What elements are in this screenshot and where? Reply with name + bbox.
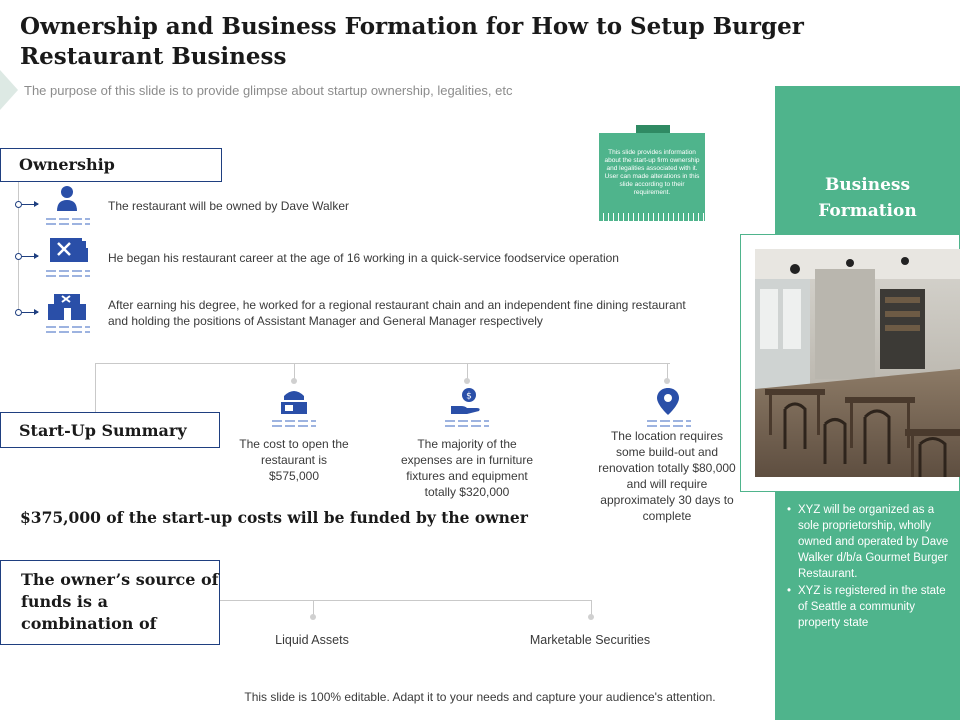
ownership-arrow-2 xyxy=(22,253,39,259)
startup-tick-2 xyxy=(467,363,468,380)
restaurant-interior-photo xyxy=(755,249,960,477)
svg-text:$: $ xyxy=(466,392,472,402)
startup-connector-drop xyxy=(95,363,96,413)
startup-dot-1 xyxy=(291,378,297,384)
note-tab xyxy=(636,125,670,135)
page-subtitle: The purpose of this slide is to provide … xyxy=(24,83,513,98)
business-formation-point-1: XYZ will be organized as a sole propriet… xyxy=(787,502,952,582)
location-pin-icon xyxy=(645,386,693,427)
business-formation-title: Business Formation xyxy=(818,175,917,221)
source-item-2: Marketable Securities xyxy=(529,633,651,647)
startup-item-1: The cost to open the restaurant is $575,… xyxy=(239,437,349,483)
source-connector-line xyxy=(220,600,592,601)
source-dot-1 xyxy=(310,614,316,620)
footer-note: This slide is 100% editable. Adapt it to… xyxy=(244,690,716,704)
note-text: This slide provides information about th… xyxy=(604,149,700,196)
sticky-note xyxy=(599,133,705,219)
ownership-bullet-1 xyxy=(15,201,22,208)
startup-connector-line xyxy=(95,363,670,364)
source-dot-2 xyxy=(588,614,594,620)
ownership-item-1: The restaurant will be owned by Dave Wal… xyxy=(108,199,349,213)
note-torn-edge xyxy=(599,213,705,221)
startup-dot-2 xyxy=(464,378,470,384)
startup-tick-3 xyxy=(667,363,668,380)
ownership-arrow-1 xyxy=(22,201,39,207)
startup-item-3: The location requires some build-out and… xyxy=(598,429,736,523)
money-hand-icon: $ xyxy=(443,386,491,427)
startup-summary-heading: Start-Up Summary xyxy=(0,412,220,448)
source-item-1: Liquid Assets xyxy=(275,633,349,647)
startup-item-2: The majority of the expenses are in furn… xyxy=(400,437,534,499)
business-formation-point-2: XYZ is registered in the state of Seattl… xyxy=(787,583,952,631)
funded-statement: $375,000 of the start-up costs will be f… xyxy=(20,508,528,527)
startup-tick-1 xyxy=(294,363,295,380)
decorative-triangle xyxy=(0,70,18,110)
ownership-arrow-3 xyxy=(22,309,39,315)
ownership-connector xyxy=(18,182,19,314)
startup-dot-3 xyxy=(664,378,670,384)
restaurant-icon xyxy=(44,236,92,277)
funds-source-heading: The owner’s source of funds is a combina… xyxy=(0,560,220,645)
ownership-bullet-3 xyxy=(15,309,22,316)
person-icon xyxy=(44,184,92,225)
shop-counter-icon xyxy=(270,386,318,427)
business-formation-list: XYZ will be organized as a sole propriet… xyxy=(787,502,952,632)
ownership-item-2: He began his restaurant career at the ag… xyxy=(108,251,619,265)
source-tick-1 xyxy=(313,600,314,616)
ownership-item-3: After earning his degree, he worked for … xyxy=(108,298,686,328)
ownership-bullet-2 xyxy=(15,253,22,260)
store-icon xyxy=(44,292,92,333)
page-title: Ownership and Business Formation for How… xyxy=(20,13,804,70)
ownership-heading: Ownership xyxy=(0,148,222,182)
source-tick-2 xyxy=(591,600,592,616)
